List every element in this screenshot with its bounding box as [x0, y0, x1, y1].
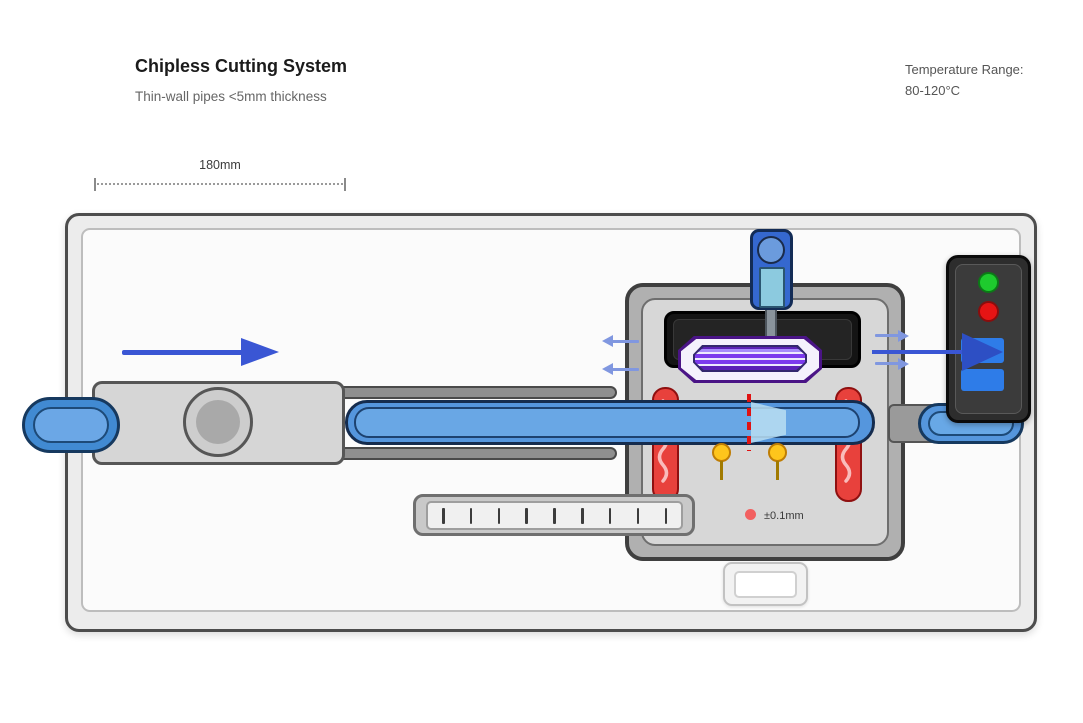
control-button-secondary[interactable] — [961, 369, 1004, 391]
dimension-label: 180mm — [199, 158, 241, 172]
feed-roller-core — [196, 400, 240, 444]
pipe-cut-line — [747, 394, 751, 451]
retract-arrow-shaft — [612, 340, 639, 343]
alignment-pin-stem — [720, 461, 723, 480]
cutter-blade-icon — [695, 347, 805, 370]
indicator-light-red — [978, 301, 999, 322]
retract-arrow-icon — [602, 363, 613, 375]
temperature-range-label: Temperature Range: — [905, 62, 1024, 77]
retract-arrow-shaft — [612, 368, 639, 371]
ruler-tick — [636, 507, 640, 524]
dimension-line — [94, 183, 346, 185]
eject-tray-slot — [734, 571, 797, 598]
tolerance-indicator-dot — [745, 509, 756, 520]
alignment-pin-stem — [776, 461, 779, 480]
advance-arrow-icon — [898, 358, 909, 370]
temperature-range-value: 80-120°C — [905, 83, 961, 98]
pipe-cut-wedge — [751, 402, 786, 443]
ruler-tick — [442, 507, 445, 524]
dimension-tick-right — [344, 178, 346, 191]
guide-rail-top — [333, 386, 617, 399]
tolerance-label: ±0.1mm — [764, 510, 804, 522]
ruler-ticks — [426, 501, 683, 530]
alignment-pin — [712, 443, 731, 462]
actuator-knob — [757, 236, 785, 264]
flow-arrow-shaft — [872, 350, 964, 354]
advance-arrow-shaft — [875, 334, 899, 337]
guide-rail-bottom — [333, 447, 617, 460]
indicator-light-green — [978, 272, 999, 293]
ruler-tick — [525, 507, 528, 524]
inlet-pipe-core — [33, 407, 109, 443]
alignment-pin — [768, 443, 787, 462]
flow-arrow-icon — [962, 333, 1003, 371]
page-subtitle: Thin-wall pipes <5mm thickness — [135, 89, 327, 104]
ruler-tick — [469, 507, 473, 524]
arrow-right-icon — [241, 338, 279, 366]
ruler-tick — [581, 507, 584, 524]
advance-arrow-icon — [898, 330, 909, 342]
page-title: Chipless Cutting System — [135, 56, 348, 76]
ruler-tick — [553, 507, 556, 524]
ruler-tick — [608, 507, 612, 524]
advance-arrow-shaft — [875, 362, 899, 365]
retract-arrow-icon — [602, 335, 613, 347]
actuator-rod — [759, 267, 785, 308]
ruler-tick — [497, 507, 501, 524]
ruler-tick — [664, 507, 667, 524]
feed-direction-arrow-shaft — [122, 350, 244, 355]
dimension-tick-left — [94, 178, 96, 191]
